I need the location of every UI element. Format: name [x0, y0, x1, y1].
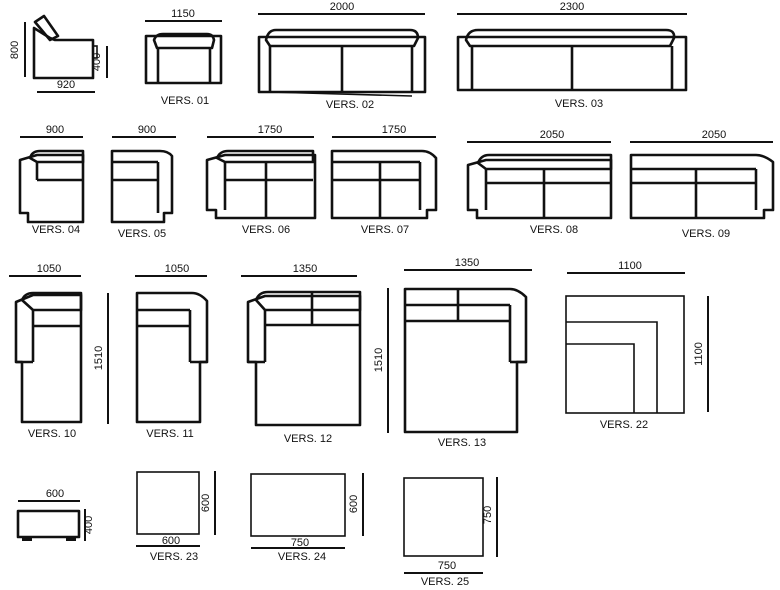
version-06-width: 1750 — [258, 124, 282, 136]
version-25: 750 750 VERS. 25 — [403, 477, 498, 588]
version-11: 1050 VERS. 11 — [135, 263, 209, 440]
version-06-label: VERS. 06 — [242, 224, 290, 236]
version-06: 1750 VERS. 06 — [205, 124, 317, 236]
version-24: 600 750 VERS. 24 — [250, 473, 364, 563]
version-10-depth: 1510 — [93, 346, 105, 370]
version-07: 1750 VERS. 07 — [330, 124, 438, 236]
version-07-label: VERS. 07 — [361, 224, 409, 236]
version-05: 900 VERS. 05 — [110, 124, 176, 240]
version-11-label: VERS. 11 — [146, 428, 194, 440]
version-13-width: 1350 — [455, 257, 479, 269]
version-25-label: VERS. 25 — [421, 576, 469, 588]
version-01-label: VERS. 01 — [161, 95, 209, 107]
version-22-width: 1100 — [618, 260, 642, 272]
version-05-label: VERS. 05 — [118, 228, 166, 240]
version-03-width: 2300 — [560, 1, 584, 13]
version-03: 2300 VERS. 03 — [456, 1, 688, 110]
version-23: 600 600 VERS. 23 — [136, 471, 216, 563]
version-22-label: VERS. 22 — [600, 419, 648, 431]
pouf-width: 600 — [46, 488, 64, 500]
version-24-depth: 600 — [348, 495, 360, 513]
pouf-height: 400 — [83, 516, 95, 534]
version-23-width: 600 — [162, 535, 180, 547]
side-view-seat-height-dim: 400 — [91, 53, 103, 71]
version-04-width: 900 — [46, 124, 64, 136]
version-13: 1350 1510 VERS. 13 — [373, 257, 532, 449]
version-02-label: VERS. 02 — [326, 99, 374, 111]
version-12: 1350 VERS. 12 — [241, 263, 362, 445]
version-25-width: 750 — [438, 560, 456, 572]
version-22-depth: 1100 — [693, 342, 705, 366]
version-02: 2000 VERS. 02 — [257, 1, 427, 111]
version-12-width: 1350 — [293, 263, 317, 275]
version-02-width: 2000 — [330, 1, 354, 13]
version-23-depth: 600 — [200, 494, 212, 512]
version-11-width: 1050 — [165, 263, 189, 275]
side-view-height-dim: 800 — [9, 41, 21, 59]
version-04: 900 VERS. 04 — [18, 124, 85, 236]
version-23-label: VERS. 23 — [150, 551, 198, 563]
version-05-width: 900 — [138, 124, 156, 136]
version-22: 1100 1100 VERS. 22 — [565, 260, 709, 431]
version-12-label: VERS. 12 — [284, 433, 332, 445]
version-09-label: VERS. 09 — [682, 228, 730, 240]
version-13-label: VERS. 13 — [438, 437, 486, 449]
version-13-depth: 1510 — [373, 348, 385, 372]
version-04-label: VERS. 04 — [32, 224, 80, 236]
version-08-label: VERS. 08 — [530, 224, 578, 236]
version-03-label: VERS. 03 — [555, 98, 603, 110]
version-25-depth: 750 — [482, 506, 494, 524]
version-07-width: 1750 — [382, 124, 406, 136]
version-10-label: VERS. 10 — [28, 428, 76, 440]
pouf: 600 400 — [16, 488, 95, 541]
version-08: 2050 VERS. 08 — [466, 129, 613, 236]
version-01-width: 1150 — [171, 8, 195, 20]
version-08-width: 2050 — [540, 129, 564, 141]
version-09: 2050 VERS. 09 — [629, 129, 775, 240]
version-09-width: 2050 — [702, 129, 726, 141]
version-01: 1150 VERS. 01 — [144, 8, 223, 107]
side-view-depth-dim: 920 — [57, 79, 75, 91]
version-10-width: 1050 — [37, 263, 61, 275]
version-10: 1050 1510 VERS. 10 — [9, 263, 109, 440]
side-view: 800 400 920 — [9, 14, 108, 93]
version-24-label: VERS. 24 — [278, 551, 326, 563]
version-24-width: 750 — [291, 537, 309, 549]
